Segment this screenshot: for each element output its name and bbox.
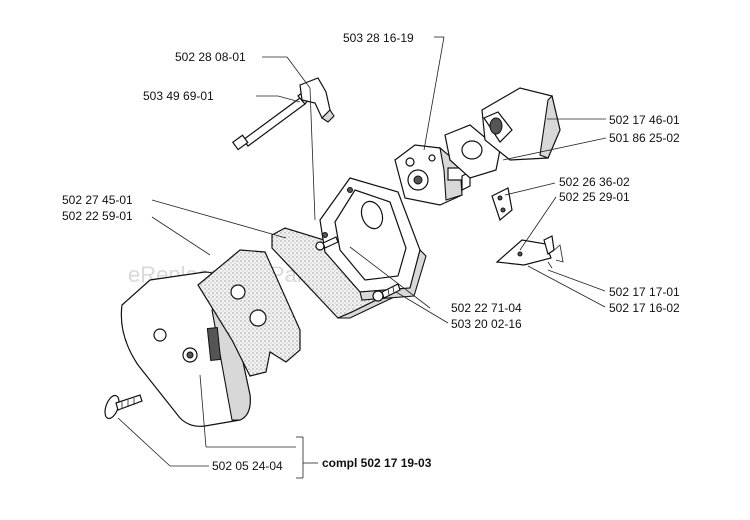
part-labels: 502 28 08-01 503 49 69-01 503 28 16-19 5… [62,31,680,473]
label-502-17-17-01: 502 17 17-01 [609,285,680,299]
throttle-bracket [491,187,513,222]
leader-lines [117,36,607,479]
frame-screw [315,236,339,251]
label-502-05-24-04: 502 05 24-04 [212,459,283,473]
label-503-49-69-01: 503 49 69-01 [143,89,214,103]
choke-shaft [231,87,314,151]
cover-knob-screw [104,394,143,420]
throttle-lever [495,235,555,266]
label-501-86-25-02: 501 86 25-02 [609,131,680,145]
label-502-22-59-01: 502 22 59-01 [62,209,133,223]
intake-adapter [481,87,561,161]
choke-bracket [299,77,335,123]
label-502-17-46-01: 502 17 46-01 [609,113,680,127]
filter-holder-frame [319,177,427,301]
label-502-28-08-01: 502 28 08-01 [175,50,246,64]
label-502-17-16-02: 502 17 16-02 [609,301,680,315]
filter-screw [372,283,401,302]
label-compl-502-17-19-03: compl 502 17 19-03 [322,456,432,470]
label-503-20-02-16: 503 20 02-16 [451,317,522,331]
label-502-22-71-04: 502 22 71-04 [451,301,522,315]
filter-foam-block [197,249,301,377]
label-503-28-16-19: 503 28 16-19 [343,31,414,45]
label-502-26-36-02: 502 26 36-02 [559,175,630,189]
label-502-27-45-01: 502 27 45-01 [62,193,133,207]
throttle-spring [547,244,564,269]
carburetor-gasket [444,124,501,179]
label-502-25-29-01: 502 25 29-01 [559,190,630,204]
